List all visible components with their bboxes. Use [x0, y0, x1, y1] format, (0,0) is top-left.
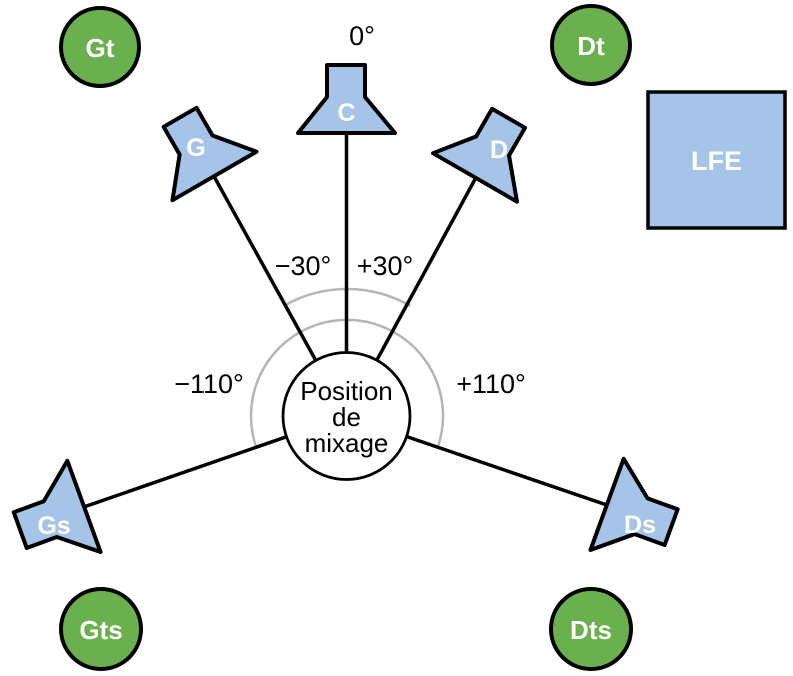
left-surround-speaker-label: Gs [37, 512, 70, 540]
center-speaker-label: C [337, 99, 355, 127]
angle-label-plus-30: +30° [357, 251, 414, 281]
angle-label-plus-110: +110° [456, 369, 526, 399]
lfe-speaker [646, 90, 787, 230]
right-speaker-label: D [490, 136, 508, 164]
angle-label-0: 0° [349, 21, 375, 51]
mixing-position-circle [281, 351, 412, 481]
top-front-right-label: Dt [577, 31, 605, 61]
top-front-left-label: Gt [86, 33, 115, 63]
left-speaker-icon [161, 105, 259, 203]
top-rear-left-label: Gts [79, 615, 122, 645]
top-front-right-speaker [550, 4, 632, 86]
angle-label-minus-110: −110° [174, 369, 244, 399]
center-speaker-icon [296, 63, 397, 135]
mixing-position-label-line3: mixage [305, 428, 389, 458]
mixing-position-label-line2: de [332, 402, 361, 432]
left-speaker-label: G [186, 134, 205, 162]
angle-label-minus-30: −30° [275, 251, 332, 281]
left-surround-speaker-icon [11, 458, 103, 554]
right-surround-speaker-icon [588, 456, 680, 552]
top-rear-right-label: Dts [570, 615, 612, 645]
lfe-label: LFE [691, 146, 742, 176]
top-rear-right-speaker [549, 587, 633, 671]
right-speaker-icon [430, 106, 528, 204]
mixing-position-label-line1: Position [300, 376, 393, 406]
top-front-left-speaker [59, 6, 141, 88]
top-rear-left-speaker [59, 587, 143, 671]
right-surround-speaker-label: Ds [624, 511, 656, 539]
